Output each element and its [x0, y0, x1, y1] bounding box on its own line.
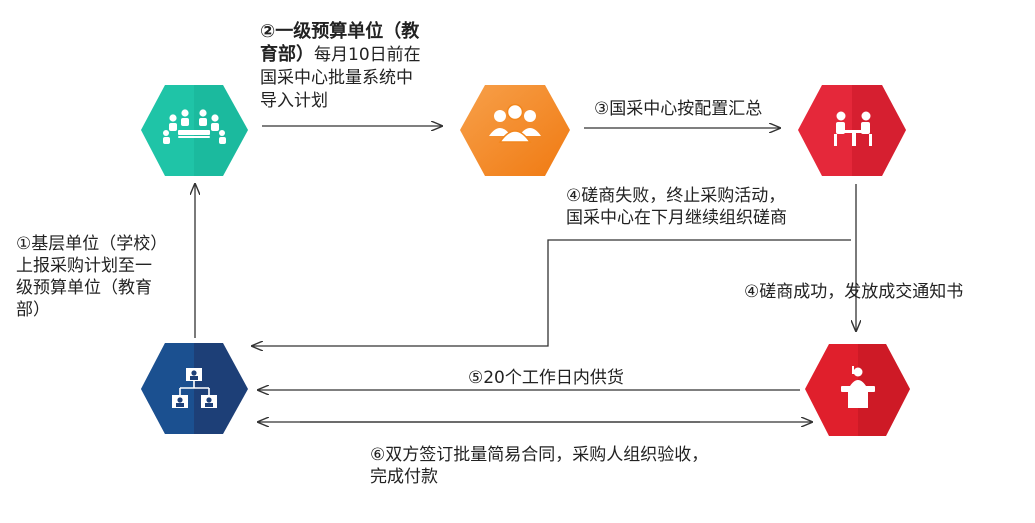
meeting-people-icon: [163, 109, 226, 144]
podium-speaker-icon: [841, 366, 875, 408]
step1-label: ①基层单位（学校） 上报采购计划至一 级预算单位（教育 部）: [16, 233, 167, 321]
hexagon-shade: [858, 344, 910, 436]
node-procurement-center: [460, 85, 570, 176]
node-supplier: [805, 344, 910, 436]
step2-label: ②一级预算单位（教 育部）每月10日前在 国采中心批量系统中 导入计划: [260, 20, 421, 113]
step2-bold-line: ②一级预算单位（教: [260, 21, 420, 42]
step6-line: 完成付款: [370, 467, 438, 487]
step2-text: 每月10日前在: [314, 45, 421, 65]
negotiation-table-icon: [834, 111, 872, 146]
node-base-unit: [141, 343, 248, 434]
step1-line: 级预算单位（教育: [16, 278, 152, 298]
step6-line: ⑥双方签订批量简易合同，采购人组织验收，: [370, 445, 709, 465]
step4-fail-line: ④磋商失败，终止采购活动，: [566, 186, 786, 206]
step1-line: ①基层单位（学校）: [16, 234, 168, 254]
step3-label: ③国采中心按配置汇总: [594, 99, 763, 119]
arrow-step4-fail: [252, 239, 851, 346]
step5-label: ⑤20个工作日内供货: [468, 368, 624, 388]
node-negotiation: [798, 85, 906, 176]
step4-fail-line: 国采中心在下月继续组织磋商: [566, 208, 787, 228]
step4-success-label: ④磋商成功，发放成交通知书: [744, 282, 964, 302]
hexagon-shade: [141, 343, 194, 434]
step6-label: ⑥双方签订批量简易合同，采购人组织验收， 完成付款: [370, 444, 708, 488]
node-budget-unit: [141, 85, 248, 176]
step1-line: 上报采购计划至一: [16, 256, 152, 276]
step2-bold-line: 育部）: [260, 44, 314, 65]
step2-text: 国采中心批量系统中: [260, 68, 413, 88]
hexagon-shade: [852, 85, 906, 176]
step1-line: 部）: [16, 300, 50, 320]
group-people-icon: [489, 103, 541, 143]
org-chart-icon: [172, 368, 217, 408]
step2-text: 导入计划: [260, 91, 328, 111]
step4-fail-label: ④磋商失败，终止采购活动， 国采中心在下月继续组织磋商: [566, 185, 787, 229]
